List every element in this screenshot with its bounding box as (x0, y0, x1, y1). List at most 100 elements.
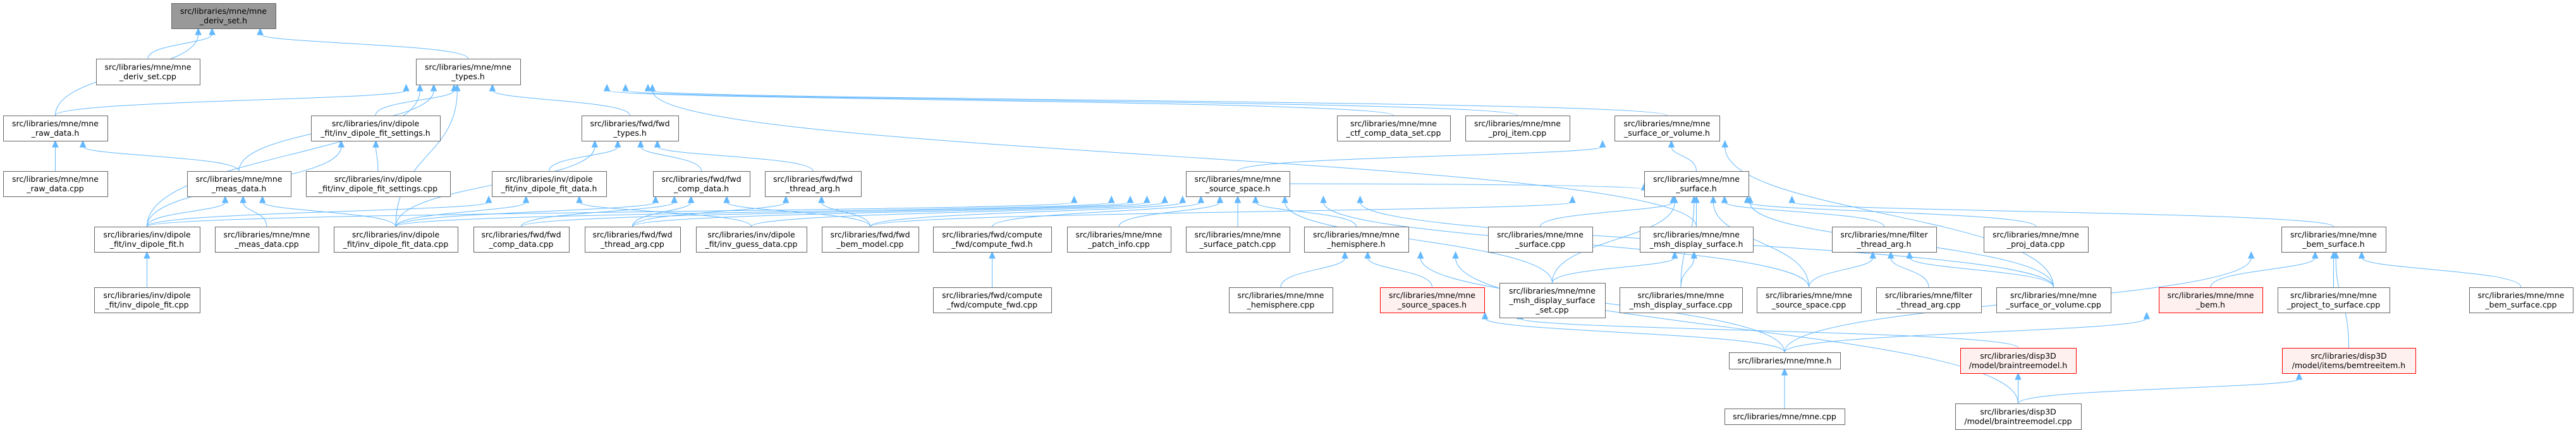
graph-node-hemi-h[interactable]: src/libraries/mne/mne_hemisphere.h (1304, 227, 1409, 253)
node-label-line: _comp_data.cpp (488, 239, 553, 249)
node-box (1304, 227, 1409, 253)
arrowhead-icon (1216, 195, 1224, 203)
graph-node-fbm-cpp[interactable]: src/libraries/fwd/fwd_bem_model.cpp (822, 227, 919, 253)
graph-node-surf-cpp[interactable]: src/libraries/mne/mne_surface.cpp (1488, 227, 1593, 253)
graph-node-mdss-cpp[interactable]: src/libraries/mne/mne_msh_display_surfac… (1499, 283, 1606, 318)
graph-node-deriv-cpp[interactable]: src/libraries/mne/mne_deriv_set.cpp (96, 59, 200, 85)
arrowhead-icon (257, 27, 264, 35)
graph-node-sss-h[interactable]: src/libraries/mne/mne_source_spaces.h (1380, 287, 1485, 313)
graph-node-bem-h[interactable]: src/libraries/mne/mne_bem.h (2159, 287, 2263, 313)
graph-node-fcd-cpp[interactable]: src/libraries/fwd/fwd_comp_data.cpp (473, 227, 570, 253)
node-label-line: _hemisphere.cpp (1247, 300, 1315, 309)
graph-node-hemi-cpp[interactable]: src/libraries/mne/mne_hemisphere.cpp (1229, 287, 1333, 313)
graph-node-fta2-cpp[interactable]: src/libraries/mne/filter_thread_arg.cpp (1876, 287, 1982, 313)
edge-df_h-to-dfd_h (147, 201, 489, 227)
node-label-line: _bem_model.cpp (836, 239, 904, 249)
graph-node-bti-h[interactable]: src/libraries/disp3D/model/items/bemtree… (2282, 348, 2416, 374)
graph-node-fta-cpp[interactable]: src/libraries/fwd/fwd_thread_arg.cpp (585, 227, 681, 253)
graph-node-mne-h[interactable]: src/libraries/mne/mne.h (1729, 352, 1841, 369)
arrowhead-icon (654, 140, 661, 148)
graph-node-df-h[interactable]: src/libraries/inv/dipole_fit/inv_dipole_… (94, 227, 200, 253)
graph-node-meas-cpp[interactable]: src/libraries/mne/mne_meas_data.cpp (215, 227, 319, 253)
graph-node-raw-h[interactable]: src/libraries/mne/mne_raw_data.h (3, 116, 108, 141)
node-box (334, 227, 458, 253)
node-box (1229, 287, 1333, 313)
node-box (416, 59, 521, 85)
node-label-line: _fit/inv_dipole_fit_settings.cpp (318, 184, 437, 193)
graph-node-projdata-cpp[interactable]: src/libraries/mne/mne_proj_data.cpp (1984, 227, 2089, 253)
edge-ss_h-to-surf_h (1289, 183, 1645, 190)
arrowhead-icon (1252, 195, 1259, 203)
graph-node-sov-h[interactable]: src/libraries/mne/mne_surface_or_volume.… (1615, 116, 1720, 141)
node-label-line: src/libraries/mne/mne (180, 6, 267, 16)
graph-node-dfd-cpp[interactable]: src/libraries/inv/dipole_fit/inv_dipole_… (334, 227, 458, 253)
node-label-line: _thread_arg.h (1857, 239, 1912, 249)
graph-node-cfwd-h[interactable]: src/libraries/fwd/compute_fwd/compute_fw… (933, 227, 1052, 253)
graph-node-spatch-cpp[interactable]: src/libraries/mne/mne_surface_patch.cpp (1186, 227, 1290, 253)
graph-node-igd-cpp[interactable]: src/libraries/inv/dipole_fit/inv_guess_d… (696, 227, 807, 253)
graph-node-dfd-h[interactable]: src/libraries/inv/dipole_fit/inv_dipole_… (492, 171, 607, 197)
node-box (1757, 287, 1862, 313)
arrowhead-icon (2143, 311, 2151, 320)
node-box (1488, 227, 1593, 253)
edge-bems_h-to-surf_h (1792, 201, 2334, 227)
graph-node-pts-cpp[interactable]: src/libraries/mne/mne_project_to_surface… (2278, 287, 2390, 313)
node-label-line: _meas_data.h (211, 184, 267, 193)
node-label-line: src/libraries/fwd/compute (942, 290, 1042, 300)
graph-node-ss-cpp[interactable]: src/libraries/mne/mne_source_space.cpp (1757, 287, 1862, 313)
graph-node-projitem-cpp[interactable]: src/libraries/mne/mne_proj_item.cpp (1465, 116, 1570, 141)
graph-node-dfs-cpp[interactable]: src/libraries/inv/dipole_fit/inv_dipole_… (306, 171, 451, 197)
node-box (492, 171, 607, 197)
node-label-line: _surface.cpp (1515, 239, 1565, 249)
node-label-line: src/libraries/mne/mne (1638, 290, 1724, 300)
graph-node-df-cpp[interactable]: src/libraries/inv/dipole_fit/inv_dipole_… (94, 287, 200, 313)
arrowhead-icon (782, 195, 790, 203)
node-label-line: _hemisphere.h (1326, 239, 1385, 249)
edge-deriv_cpp-to-deriv_h (147, 33, 213, 59)
node-label-line: src/libraries/fwd/fwd (481, 230, 561, 239)
edge-btm_cpp-to-hemi_h (1455, 257, 2018, 404)
edge-ss_cpp-to-fta2_h (1809, 257, 1874, 288)
arrowhead-icon (1721, 195, 1728, 203)
graph-node-patch-cpp[interactable]: src/libraries/mne/mne_patch_info.cpp (1067, 227, 1171, 253)
graph-node-fta2-h[interactable]: src/libraries/mne/filter_thread_arg.h (1832, 227, 1937, 253)
graph-node-mds-cpp[interactable]: src/libraries/mne/mne_msh_display_surfac… (1620, 287, 1743, 313)
graph-node-btm-h[interactable]: src/libraries/disp3D/model/braintreemode… (1960, 348, 2077, 374)
node-label-line: src/libraries/inv/dipole (103, 230, 191, 239)
node-box (582, 116, 679, 141)
node-label-line: src/libraries/mne/mne (2290, 290, 2377, 300)
node-label-line: _source_space.cpp (1771, 300, 1846, 309)
node-label-line: _project_to_surface.cpp (2286, 300, 2381, 309)
node-box (2159, 287, 2263, 313)
graph-node-mne-cpp[interactable]: src/libraries/mne/mne.cpp (1724, 409, 1845, 425)
edge-dfd_cpp-to-dfd_h (395, 201, 527, 227)
node-label-line: _ctf_comp_data_set.cpp (1346, 128, 1441, 138)
node-box (215, 227, 319, 253)
node-box (96, 59, 200, 85)
graph-node-fta-h[interactable]: src/libraries/fwd/fwd_thread_arg.h (765, 171, 862, 197)
graph-node-ss-h[interactable]: src/libraries/mne/mne_source_space.h (1186, 171, 1290, 197)
graph-node-surf-h[interactable]: src/libraries/mne/mne_surface.h (1644, 171, 1749, 197)
graph-node-fcd-h[interactable]: src/libraries/fwd/fwd_comp_data.h (653, 171, 750, 197)
arrowhead-icon (1709, 195, 1717, 203)
arrowhead-icon (2295, 372, 2303, 380)
node-label-line: _raw_data.h (31, 128, 80, 138)
graph-node-sov-cpp[interactable]: src/libraries/mne/mne_surface_or_volume.… (1996, 287, 2111, 313)
node-label-line: src/libraries/mne/mne (1509, 286, 1596, 296)
graph-node-bems-cpp[interactable]: src/libraries/mne/mne_bem_surface.cpp (2469, 287, 2573, 313)
graph-node-meas-h[interactable]: src/libraries/mne/mne_meas_data.h (187, 171, 291, 197)
graph-node-mds-h[interactable]: src/libraries/mne/mne_msh_display_surfac… (1640, 227, 1754, 253)
node-label-line: src/libraries/mne/mne (1195, 174, 1281, 184)
graph-node-dfs-h[interactable]: src/libraries/inv/dipole_fit/inv_dipole_… (311, 116, 441, 141)
graph-node-types-h[interactable]: src/libraries/mne/mne_types.h (416, 59, 521, 85)
node-label-line: src/libraries/inv/dipole (103, 290, 191, 300)
graph-node-bems-h[interactable]: src/libraries/mne/mne_bem_surface.h (2281, 227, 2386, 253)
graph-node-cfwd-cpp[interactable]: src/libraries/fwd/compute_fwd/compute_fw… (933, 287, 1052, 313)
graph-node-btm-cpp[interactable]: src/libraries/disp3D/model/braintreemode… (1955, 403, 2082, 430)
graph-node-raw-cpp[interactable]: src/libraries/mne/mne_raw_data.cpp (3, 171, 108, 197)
arrowhead-icon (1364, 251, 1371, 259)
arrowhead-icon (1161, 195, 1168, 203)
graph-node-ctf-cpp[interactable]: src/libraries/mne/mne_ctf_comp_data_set.… (1337, 116, 1451, 141)
graph-node-fwdtypes-h[interactable]: src/libraries/fwd/fwd_types.h (582, 116, 679, 141)
